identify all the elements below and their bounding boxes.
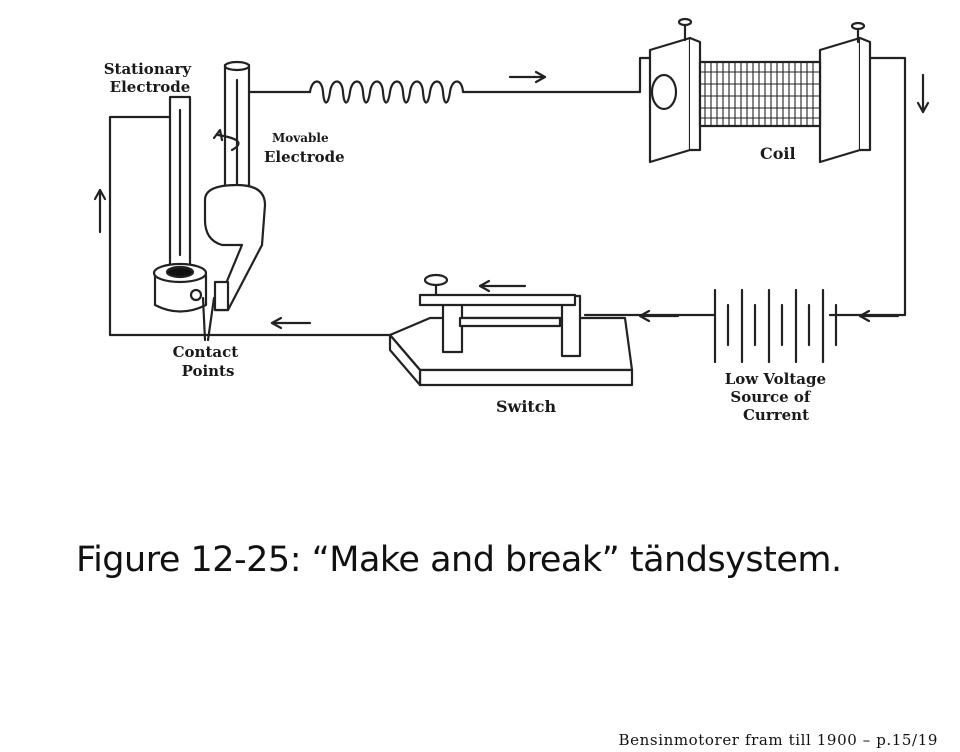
coil [648,17,872,164]
figure-caption: Figure 12-25: “Make and break” tändsyste… [76,540,842,580]
switch-label: Switch [496,397,557,416]
slide-footer: Bensinmotorer fram till 1900 – p.15/19 [618,731,938,749]
ignition-circuit-diagram: Stationary Electrode Movable Electrode C… [93,17,930,424]
battery [713,288,838,364]
source-label: Low Voltage Source of Current [725,370,832,424]
stationary-electrode-label: Stationary Electrode [104,60,197,96]
switch [388,273,634,387]
movable-electrode [203,60,267,312]
movable-electrode-label: Movable Electrode [264,127,345,166]
coil-label: Coil [760,144,796,163]
resistance-spring [308,80,472,104]
stationary-electrode [152,95,208,313]
contact-points-pointer [201,296,216,342]
current-arrow [93,70,930,330]
contact-points-label: Contact Points [173,343,244,380]
